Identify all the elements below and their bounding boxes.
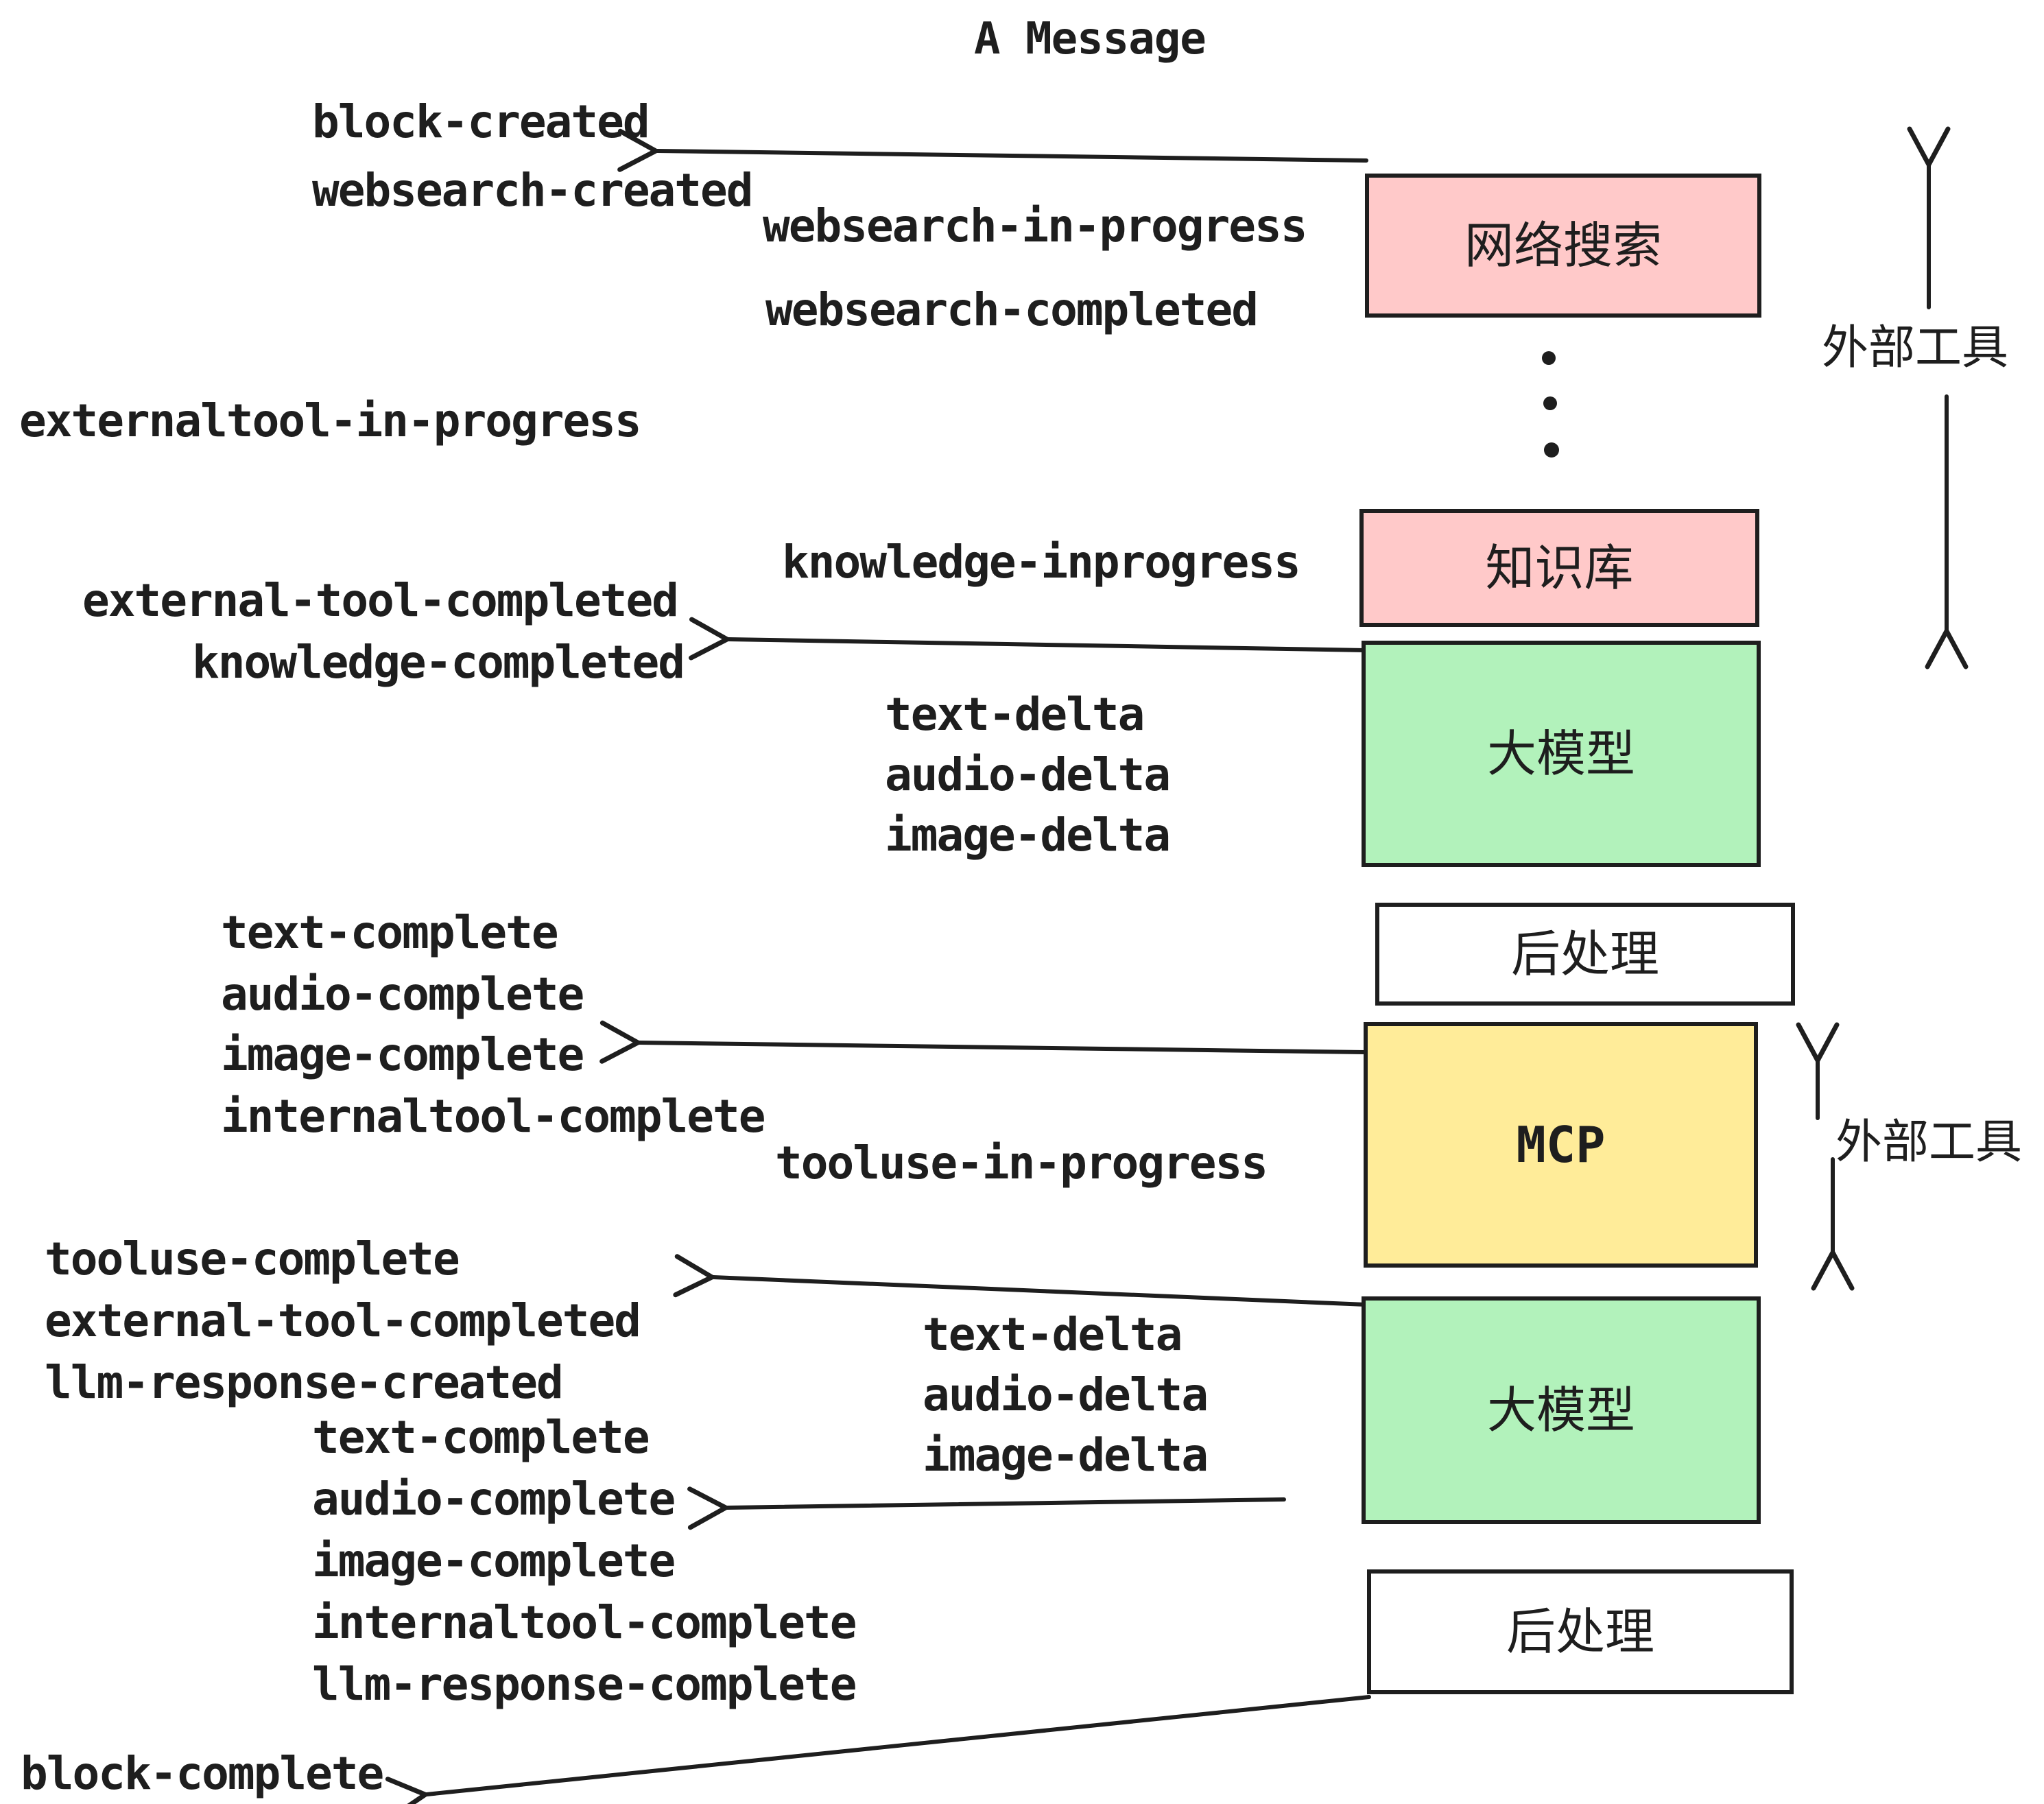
event-internaltool-complete-2: internaltool-complete: [312, 1596, 857, 1649]
event-audio-delta: audio-delta: [885, 748, 1171, 801]
event-text-delta: text-delta: [885, 688, 1145, 741]
arrow-tooluse-complete: [673, 1254, 1368, 1307]
diagram-title: A Message: [974, 14, 1207, 64]
event-image-complete-2: image-complete: [312, 1534, 676, 1587]
box-llm-1: 大模型: [1362, 641, 1761, 867]
arrow-websearch-created: [617, 128, 1368, 172]
event-text-complete: text-complete: [221, 906, 559, 959]
event-image-complete: image-complete: [221, 1028, 584, 1081]
event-tooluse-complete: tooluse-complete: [45, 1233, 460, 1285]
event-llm-response-complete: llm-response-complete: [312, 1658, 857, 1711]
arrow-block-complete: [385, 1695, 1371, 1804]
event-externaltool-in-progress: externaltool-in-progress: [19, 394, 642, 447]
event-knowledge-inprogress: knowledge-inprogress: [782, 536, 1301, 589]
event-external-tool-completed: external-tool-completed: [82, 574, 679, 627]
event-external-tool-completed-2: external-tool-completed: [45, 1294, 641, 1347]
arrow-knowledge-completed: [689, 617, 1367, 661]
box-postprocess-1: 后处理: [1375, 903, 1795, 1006]
event-image-delta-2: image-delta: [923, 1429, 1209, 1482]
event-audio-complete: audio-complete: [221, 968, 584, 1021]
event-websearch-completed: websearch-completed: [765, 283, 1259, 336]
event-block-created: block-created: [312, 95, 650, 148]
event-knowledge-completed: knowledge-completed: [192, 636, 685, 689]
event-websearch-in-progress: websearch-in-progress: [763, 200, 1307, 252]
box-postprocess-1-label: 后处理: [1510, 925, 1659, 983]
box-llm-1-label: 大模型: [1486, 725, 1635, 783]
ellipsis-dots: [1542, 351, 1559, 458]
box-knowledge-label: 知识库: [1485, 539, 1634, 597]
event-websearch-created: websearch-created: [312, 164, 754, 217]
side-label-external-tools-1: 外部工具: [1822, 321, 2009, 375]
event-image-delta: image-delta: [885, 809, 1171, 862]
event-audio-delta-2: audio-delta: [923, 1368, 1209, 1421]
box-llm-2-label: 大模型: [1486, 1381, 1635, 1439]
event-internaltool-complete: internaltool-complete: [221, 1090, 765, 1143]
arrow-image-complete: [599, 1020, 1367, 1064]
side-label-external-tools-2: 外部工具: [1835, 1115, 2023, 1170]
box-mcp: MCP: [1364, 1022, 1758, 1268]
event-text-delta-2: text-delta: [923, 1308, 1183, 1361]
box-websearch: 网络搜索: [1365, 174, 1761, 318]
box-postprocess-2-label: 后处理: [1506, 1603, 1654, 1661]
event-block-complete: block-complete: [21, 1747, 384, 1800]
box-websearch-label: 网络搜索: [1464, 217, 1662, 274]
event-llm-response-created: llm-response-created: [45, 1356, 564, 1409]
arrow-audio-complete: [687, 1486, 1286, 1530]
event-text-complete-2: text-complete: [312, 1411, 650, 1464]
event-audio-complete-2: audio-complete: [312, 1473, 676, 1526]
box-knowledge: 知识库: [1359, 509, 1759, 627]
box-postprocess-2: 后处理: [1367, 1569, 1794, 1694]
event-tooluse-in-progress: tooluse-in-progress: [775, 1137, 1268, 1189]
box-llm-2: 大模型: [1362, 1296, 1761, 1524]
box-mcp-label: MCP: [1516, 1116, 1606, 1174]
